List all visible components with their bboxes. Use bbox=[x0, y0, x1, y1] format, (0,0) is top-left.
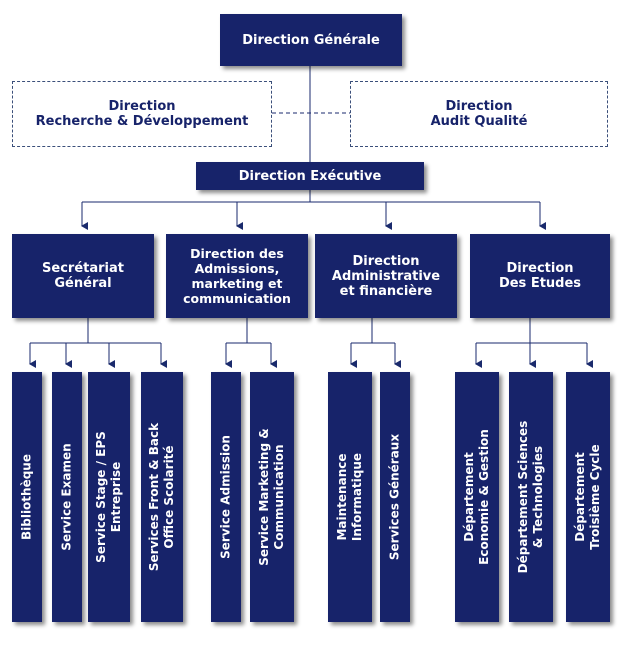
service-box-front-back: Services Front & Back Office Scolarité bbox=[141, 372, 183, 622]
rd-direction-box: Direction Recherche & Développement bbox=[12, 81, 272, 147]
direction-generale-box: Direction Générale bbox=[220, 14, 402, 66]
service-label: Département Troisième Cycle bbox=[573, 444, 602, 550]
service-box-generaux: Services Généraux bbox=[380, 372, 410, 622]
service-box-economie-gestion: Département Economie & Gestion bbox=[455, 372, 499, 622]
administrative-financiere-box: Direction Administrative et financière bbox=[315, 234, 457, 318]
service-label: Services Front & Back Office Scolarité bbox=[147, 422, 176, 572]
service-label: Département Economie & Gestion bbox=[462, 429, 491, 565]
direction-etudes-box: Direction Des Etudes bbox=[470, 234, 610, 318]
service-label: Service Examen bbox=[59, 443, 74, 551]
service-box-maintenance: Maintenance Informatique bbox=[328, 372, 372, 622]
service-box-sciences-technologies: Département Sciences & Technologies bbox=[509, 372, 553, 622]
service-label: Service Admission bbox=[218, 435, 233, 559]
secretariat-general-box: Secrétariat Général bbox=[12, 234, 154, 318]
service-box-examen: Service Examen bbox=[52, 372, 82, 622]
service-label: Bibliothèque bbox=[19, 454, 34, 541]
service-box-stage: Service Stage / EPS Entreprise bbox=[88, 372, 130, 622]
service-box-admission: Service Admission bbox=[211, 372, 241, 622]
service-label: Département Sciences & Technologies bbox=[516, 420, 545, 574]
audit-direction-box: Direction Audit Qualité bbox=[350, 81, 608, 147]
service-label: Service Marketing & Communication bbox=[257, 428, 286, 566]
service-label: Service Stage / EPS Entreprise bbox=[94, 431, 123, 563]
direction-executive-box: Direction Exécutive bbox=[196, 162, 424, 190]
admissions-marketing-box: Direction des Admissions, marketing et c… bbox=[166, 234, 308, 318]
service-box-troisieme-cycle: Département Troisième Cycle bbox=[566, 372, 610, 622]
service-label: Maintenance Informatique bbox=[335, 452, 364, 542]
service-box-marketing: Service Marketing & Communication bbox=[250, 372, 294, 622]
service-box-bibliotheque: Bibliothèque bbox=[12, 372, 42, 622]
service-label: Services Généraux bbox=[387, 433, 402, 561]
